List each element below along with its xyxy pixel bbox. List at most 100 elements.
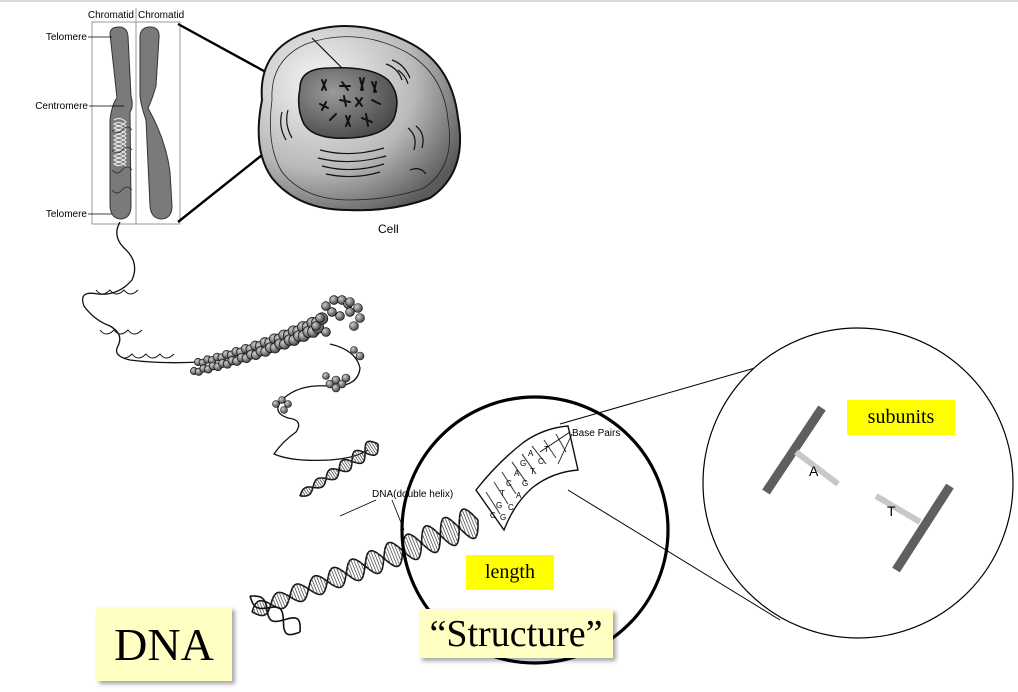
- helix-label-leader-a: [339, 499, 377, 517]
- top-border: [0, 0, 1018, 2]
- helix-strand-tail: [250, 595, 301, 633]
- helix-rung: [424, 526, 436, 553]
- helix-rung: [472, 514, 479, 528]
- base-pairs-leader-b: [557, 433, 573, 465]
- helix-rung: [459, 517, 467, 535]
- helix-rung: [421, 533, 429, 550]
- nucleosome-bead: [311, 321, 321, 331]
- svg-text:A: A: [528, 449, 534, 458]
- svg-text:C: C: [506, 479, 512, 488]
- chromatin-coil: [111, 117, 133, 194]
- helix-rung-upper: [341, 460, 349, 472]
- helix-rung-upper: [335, 468, 339, 474]
- telomere-top-label: Telomere: [46, 32, 88, 43]
- helix-rung: [456, 525, 460, 532]
- nucleus: [297, 66, 398, 140]
- helix-rung: [373, 551, 382, 571]
- helix-rung-upper: [332, 468, 338, 477]
- helix-rung: [330, 568, 339, 588]
- helix-rung: [464, 509, 477, 538]
- subunits-highlight: subunits: [847, 400, 955, 435]
- helix-rung: [281, 592, 288, 605]
- helix-rung: [285, 594, 289, 602]
- helix-rung-upper: [363, 451, 366, 455]
- nucleosome-bead: [321, 327, 331, 337]
- cell-label: Cell: [378, 222, 399, 236]
- cell-membrane-inner: [270, 36, 450, 201]
- nucleus-chromosomes: [319, 77, 381, 127]
- nucleosome-bead: [321, 301, 331, 311]
- helix-rung: [385, 545, 395, 567]
- helix-rung-upper: [364, 449, 368, 454]
- helix-rung: [367, 552, 378, 574]
- helix-strand: [251, 516, 479, 613]
- helix-rung-upper: [359, 450, 366, 459]
- helix-rung-upper: [352, 456, 358, 464]
- helix-rung-upper: [352, 453, 361, 464]
- fiber-continue: [273, 343, 369, 462]
- helix-rung-upper: [301, 490, 306, 497]
- helix-rung: [458, 524, 462, 531]
- helix-rung: [356, 560, 364, 577]
- helix-rung: [442, 519, 454, 546]
- helix-rung: [322, 578, 327, 587]
- helix-rung: [343, 571, 347, 577]
- chromosome-panel: Chromatid Chromatid Telomere Centromere …: [35, 8, 184, 225]
- chromatid-right: [139, 26, 173, 220]
- telomere-bottom-label: Telomere: [46, 209, 88, 220]
- helix-rung-upper: [307, 486, 312, 493]
- helix-rung: [353, 558, 362, 580]
- helix-rung: [430, 527, 440, 548]
- helix-rung: [405, 535, 416, 560]
- svg-text:C: C: [490, 511, 496, 520]
- backbone-right: [892, 483, 954, 573]
- helix-rung-upper: [312, 486, 315, 488]
- svg-text:G: G: [500, 513, 506, 522]
- helix-rung-upper: [321, 477, 326, 484]
- helix-rung: [383, 555, 387, 561]
- helix-rung: [460, 512, 471, 538]
- helix-rung: [366, 555, 374, 573]
- helix-strand-tail: [249, 595, 301, 636]
- dna-callout: DNA: [96, 607, 232, 681]
- helix-rung: [315, 575, 324, 594]
- base-pairs-leader-a: [539, 431, 571, 453]
- helix-rung-upper: [310, 486, 313, 490]
- helix-rung: [447, 518, 459, 543]
- helix-rung: [468, 511, 478, 534]
- helix-rung: [311, 578, 319, 595]
- base-pairs-label: Base Pairs: [572, 428, 620, 439]
- helix-rung: [276, 592, 284, 609]
- helix-rung-upper: [351, 459, 354, 463]
- helix-rung: [272, 598, 277, 608]
- base-a-label: A: [809, 463, 819, 479]
- helix-rung-upper: [339, 463, 346, 472]
- helix-rung-upper: [318, 477, 325, 486]
- helix-rung-upper: [326, 476, 329, 480]
- fiber-strand: [81, 221, 201, 364]
- backbone-left: [762, 405, 826, 495]
- svg-text:G: G: [520, 459, 526, 468]
- helix-rung: [261, 600, 268, 614]
- helix-rung: [308, 586, 311, 591]
- helix-rung-upper: [365, 442, 375, 456]
- helix-rung-upper: [364, 445, 372, 456]
- nucleosome-bead: [329, 295, 339, 305]
- helix-rung-upper: [305, 487, 311, 495]
- helix-rung: [435, 530, 441, 542]
- helix-rung-upper: [314, 480, 321, 488]
- subunits-zoom: A T: [702, 327, 1014, 639]
- helix-rung: [397, 546, 403, 557]
- helix-rung-upper: [367, 441, 377, 455]
- helix-rung-upper: [324, 478, 327, 481]
- helix-rung: [271, 602, 274, 606]
- magnifier-circle-subunits: [702, 327, 1014, 639]
- nucleosome-bead: [335, 311, 345, 321]
- helix-rung: [268, 603, 271, 607]
- svg-text:A: A: [514, 469, 520, 478]
- helix-rung: [313, 576, 322, 595]
- nucleosome-bead: [345, 307, 355, 317]
- helix-rung: [387, 542, 398, 567]
